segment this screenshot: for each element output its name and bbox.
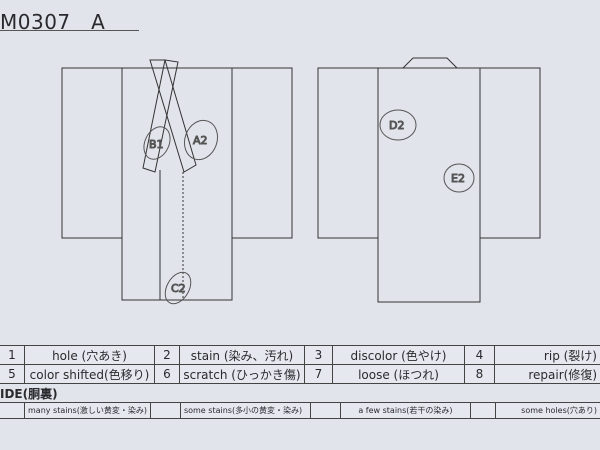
inside-option: some holes(穴あり): [494, 402, 600, 419]
mark-label: A2: [193, 134, 208, 147]
table-row: 1 hole (穴あき) 2 stain (染み、汚れ) 3 discolor …: [0, 345, 600, 365]
legend-label: loose (ほつれ): [332, 364, 465, 384]
legend-label: stain (染み、汚れ): [179, 345, 305, 365]
mark-label: D2: [389, 119, 404, 132]
legend-num: 6: [154, 364, 180, 384]
legend-num: 5: [0, 364, 25, 384]
inside-option: some stains(多小の黄変・染み): [179, 402, 311, 419]
damage-legend-table: 1 hole (穴あき) 2 stain (染み、汚れ) 3 discolor …: [0, 345, 600, 384]
checkbox-cell[interactable]: [149, 402, 181, 419]
kimono-diagram: B1 A2 C2 D2 E2: [61, 57, 541, 305]
legend-num: 7: [304, 364, 333, 384]
checkbox-cell[interactable]: [309, 402, 341, 419]
mark-label: B1: [149, 138, 164, 151]
legend-label: hole (穴あき): [24, 345, 155, 365]
inside-option: a few stains(若干の染み): [339, 402, 471, 419]
legend-label: discolor (色やけ): [332, 345, 465, 365]
kimono-back: [317, 57, 541, 303]
back-right-sleeve: [479, 67, 541, 239]
damage-marks: B1 A2 C2 D2 E2: [143, 109, 475, 305]
checkbox-cell[interactable]: [469, 402, 496, 419]
legend-label: repair(修復): [494, 364, 600, 384]
front-collar-right: [149, 59, 197, 173]
front-collar-left: [142, 59, 179, 173]
checkbox-cell[interactable]: [0, 402, 25, 419]
kimono-front: [61, 59, 293, 301]
legend-label: rip (裂け): [494, 345, 600, 365]
table-row: many stains(激しい黄変・染み) some stains(多小の黄変・…: [0, 402, 600, 419]
front-body: [121, 67, 233, 301]
back-left-sleeve: [317, 67, 379, 239]
inside-condition-table: many stains(激しい黄変・染み) some stains(多小の黄変・…: [0, 402, 600, 419]
front-right-sleeve: [231, 67, 293, 239]
mark-label: E2: [451, 172, 465, 185]
inside-section-heading: IDE(胴裏): [0, 387, 58, 401]
back-body: [377, 67, 481, 303]
legend-num: 8: [464, 364, 495, 384]
legend-num: 4: [464, 345, 495, 365]
front-left-sleeve: [61, 67, 123, 239]
legend-num: 2: [154, 345, 180, 365]
inside-option: many stains(激しい黄変・染み): [24, 402, 151, 419]
legend-num: 1: [0, 345, 25, 365]
legend-label: scratch (ひっかき傷): [179, 364, 305, 384]
mark-label: C2: [171, 282, 186, 295]
table-row: 5 color shifted(色移り) 6 scratch (ひっかき傷) 7…: [0, 364, 600, 384]
legend-label: color shifted(色移り): [24, 364, 155, 384]
back-collar: [401, 57, 459, 69]
legend-num: 3: [304, 345, 333, 365]
title-underline: [0, 30, 139, 31]
